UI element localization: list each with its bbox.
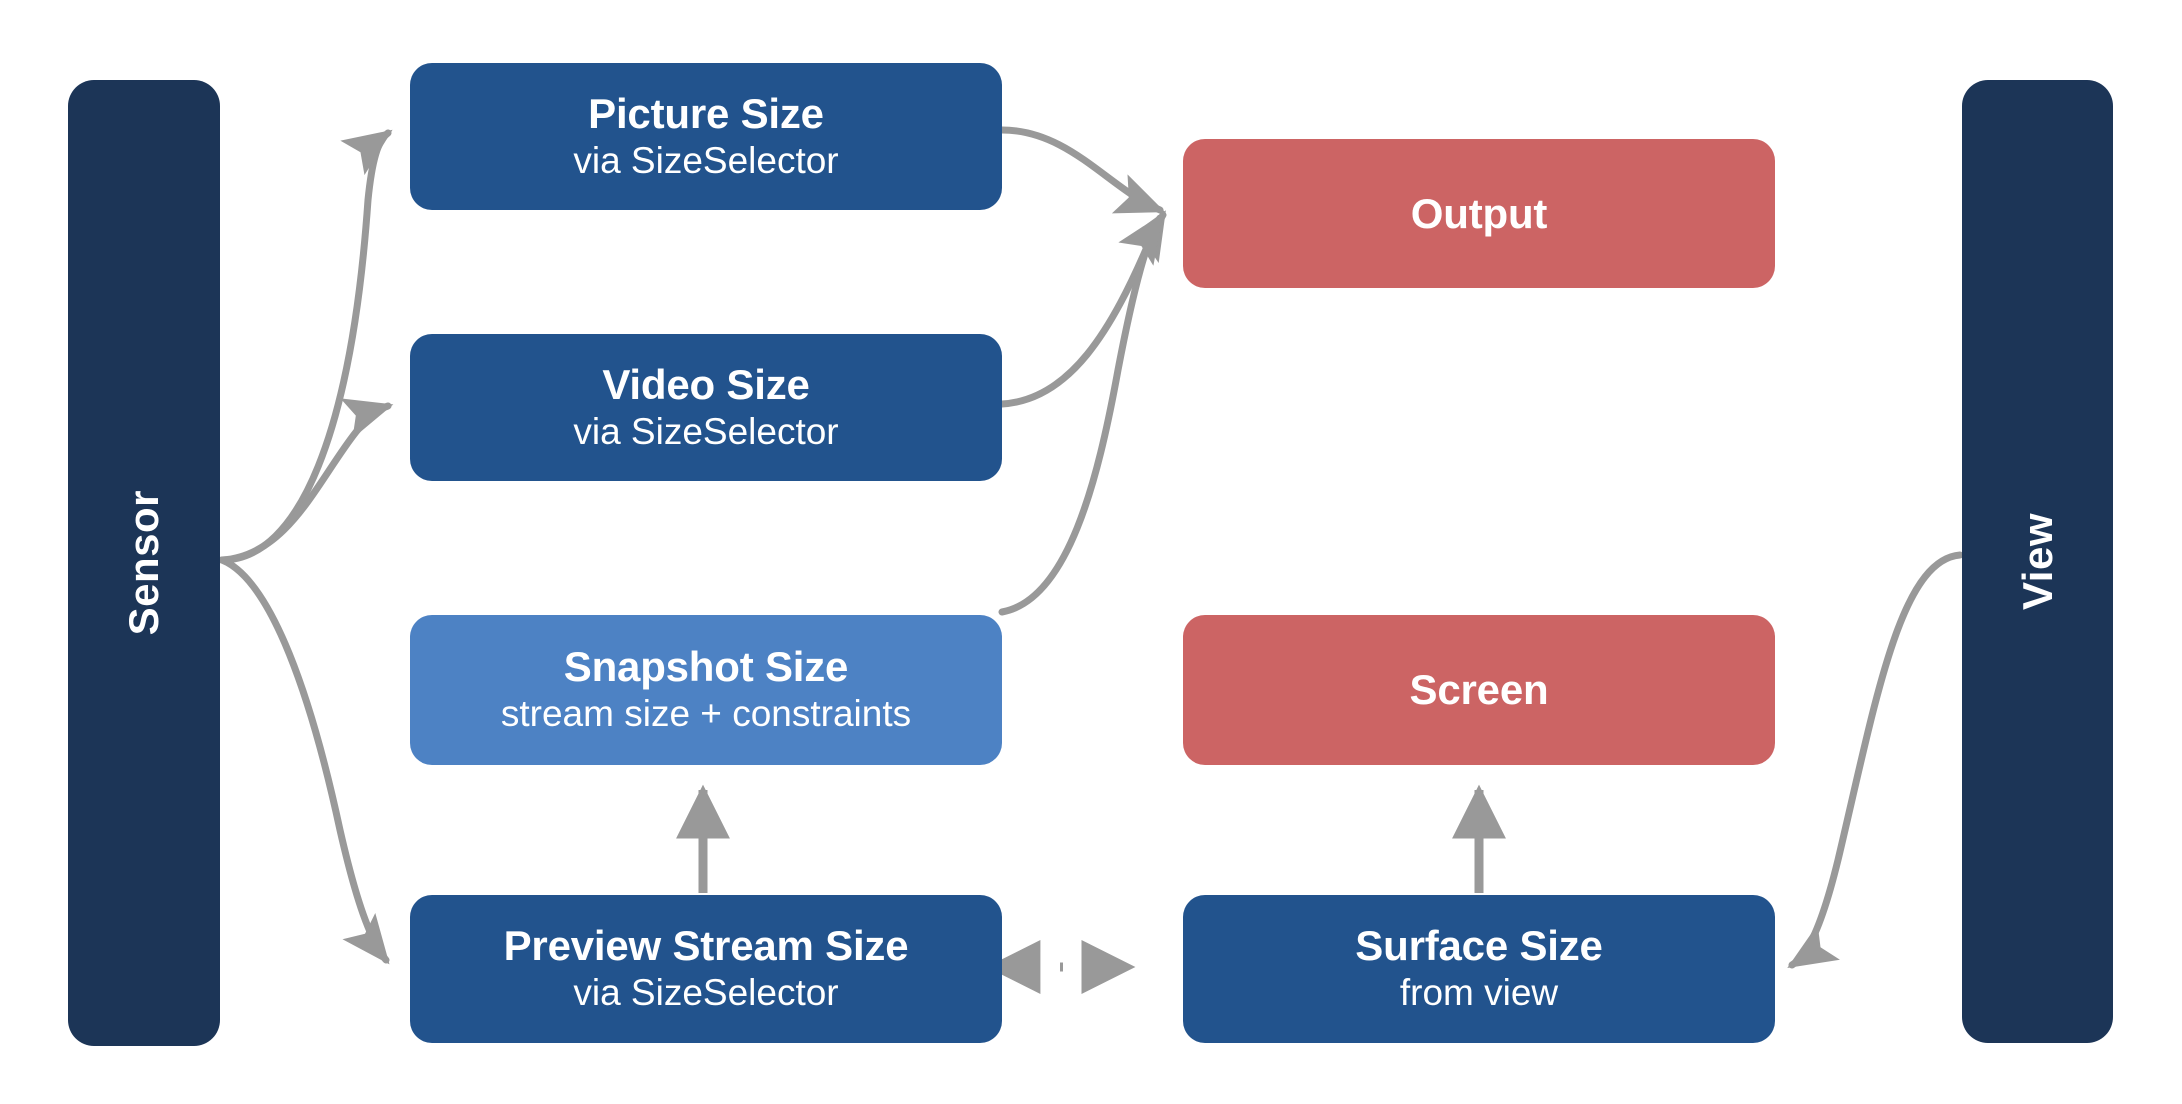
node-preview-stream-size-title: Preview Stream Size [503,922,909,970]
edge-view-to-surface-size [1787,551,1964,969]
node-video-size-title: Video Size [602,360,810,408]
node-picture-size-subtitle: via SizeSelector [573,139,839,181]
node-picture-size[interactable]: Picture Size via SizeSelector [410,63,1002,210]
node-surface-size-subtitle: from view [1399,972,1559,1014]
edge-sensor-to-video-size [218,398,394,564]
node-picture-size-title: Picture Size [588,89,824,137]
node-preview-stream-size-subtitle: via SizeSelector [573,972,839,1014]
node-snapshot-size-title: Snapshot Size [563,643,849,691]
node-surface-size[interactable]: Surface Size from view [1183,895,1775,1043]
node-preview-stream-size[interactable]: Preview Stream Size via SizeSelector [410,895,1002,1043]
edge-picture-size-to-output [998,126,1166,214]
node-surface-size-title: Surface Size [1355,922,1603,970]
node-view[interactable]: View [1962,80,2113,1043]
node-view-title: View [2013,513,2061,610]
edge-video-size-to-output [998,210,1167,408]
node-sensor[interactable]: Sensor [68,80,220,1046]
edge-snapshot-size-to-output [998,213,1164,616]
node-video-size-subtitle: via SizeSelector [573,410,839,452]
node-output-title: Output [1410,189,1548,237]
edge-sensor-to-preview-size [218,556,390,965]
node-sensor-title: Sensor [120,490,168,636]
node-snapshot-size[interactable]: Snapshot Size stream size + constraints [410,615,1002,765]
node-output[interactable]: Output [1183,139,1775,288]
node-video-size[interactable]: Video Size via SizeSelector [410,334,1002,481]
edge-sensor-to-picture-size [218,129,393,564]
node-screen[interactable]: Screen [1183,615,1775,765]
node-snapshot-size-subtitle: stream size + constraints [500,693,912,735]
node-screen-title: Screen [1409,666,1549,714]
